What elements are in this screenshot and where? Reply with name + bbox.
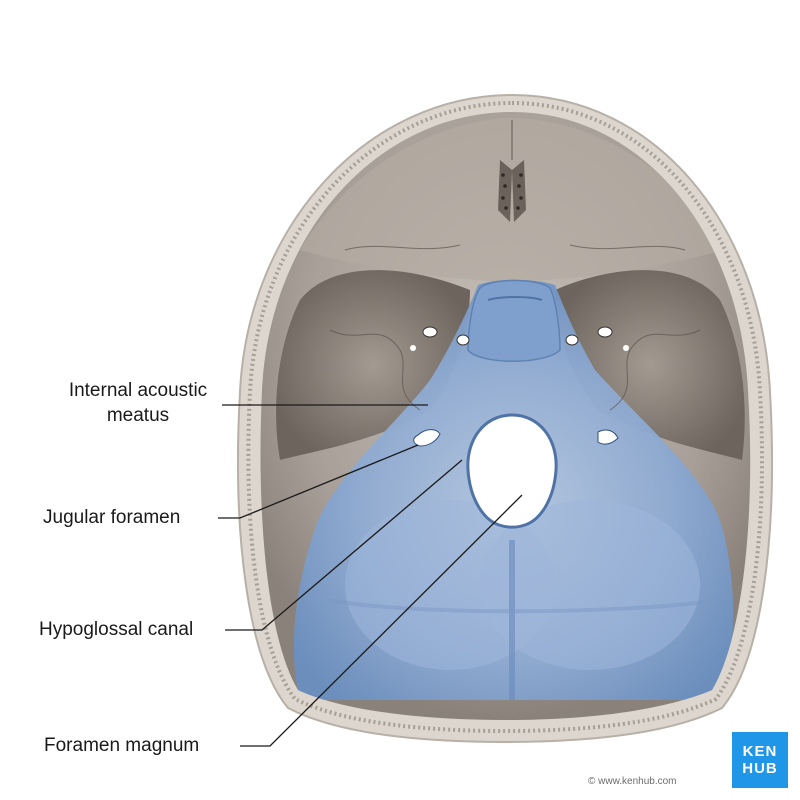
label-hypoglossal-canal: Hypoglossal canal [39,619,194,640]
label-internal-acoustic-meatus-line2: meatus [106,405,170,426]
copyright-text: © www.kenhub.com [588,776,677,787]
label-foramen-magnum: Foramen magnum [44,735,200,756]
jugular-foramen-right [597,429,619,445]
label-internal-acoustic-meatus-line1: Internal acoustic [68,380,208,401]
leader-line-jugular-foramen [218,444,419,519]
logo-line2: HUB [742,760,778,777]
leader-lines [218,404,523,747]
kenhub-logo: KEN HUB [732,732,788,788]
clivus [467,279,561,362]
leader-line-hypoglossal-canal [225,459,463,631]
logo-line1: KEN [742,743,778,760]
label-internal-acoustic-meatus: Internal acoustic meatus [40,378,236,428]
foramen-magnum-shape [466,413,558,529]
leader-line-foramen-magnum [240,494,523,747]
jugular-foramen-left [413,429,441,447]
label-jugular-foramen: Jugular foramen [43,507,181,528]
